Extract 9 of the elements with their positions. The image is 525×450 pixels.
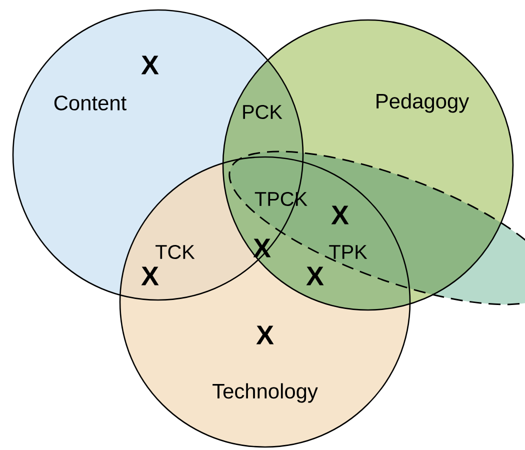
region-label: TPK xyxy=(329,245,368,259)
region-label: PCK xyxy=(243,104,282,120)
cross-mark: X xyxy=(253,238,271,258)
cross-mark: X xyxy=(256,326,274,344)
cross-mark: X xyxy=(141,56,159,74)
cross-mark: X xyxy=(306,266,324,286)
region-label: TCK xyxy=(156,244,195,260)
cross-mark: X xyxy=(331,206,349,224)
cross-mark: X xyxy=(141,266,159,286)
